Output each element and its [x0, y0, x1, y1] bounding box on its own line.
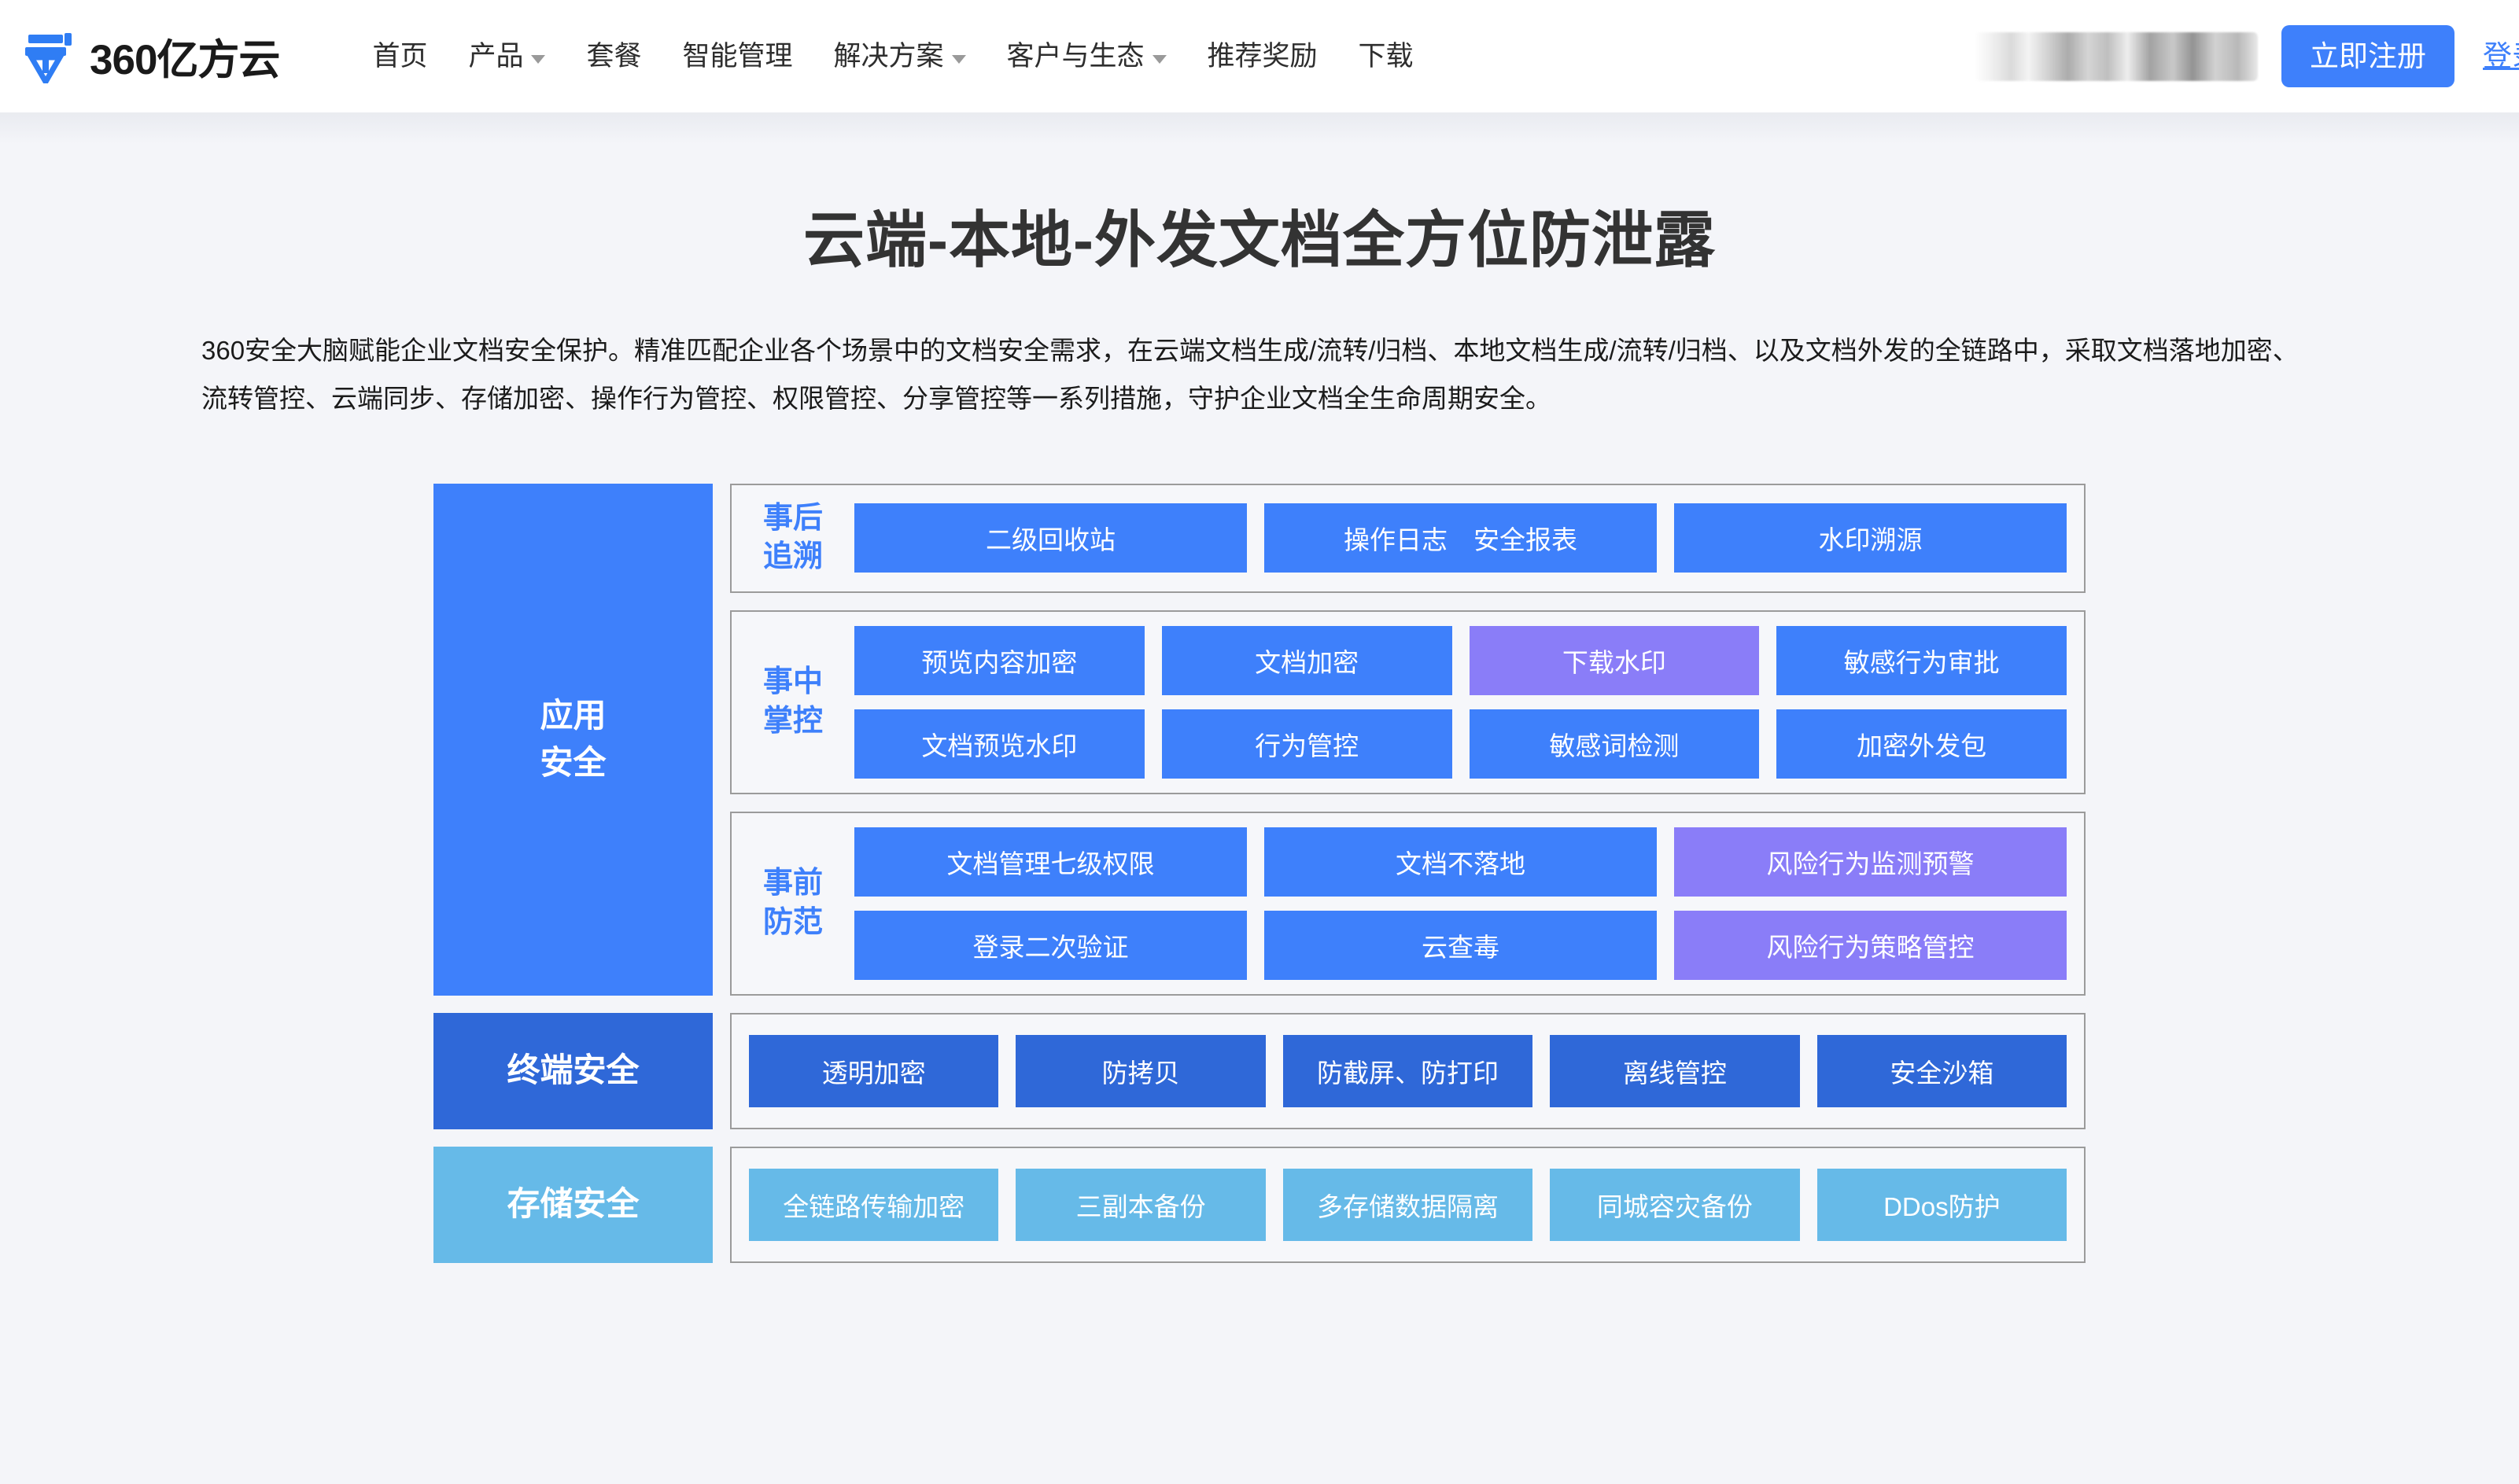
group-pre-incident-prevention: 事前 防范 文档管理七级权限 文档不落地 风险行为监测预警 登录二次验证 云查毒… — [730, 811, 2086, 996]
group-in-process-control: 事中 掌控 预览内容加密 文档加密 下载水印 敏感行为审批 文档预览水印 行为管… — [730, 609, 2086, 794]
group-label-in-process-control: 事中 掌控 — [749, 663, 837, 741]
group-label-pre-incident-prevention: 事前 防范 — [749, 864, 837, 942]
tile-download-watermark[interactable]: 下载水印 — [1469, 625, 1760, 695]
page-content: 云端-本地-外发文档全方位防泄露 360安全大脑赋能企业文档安全保护。精准匹配企… — [0, 112, 2519, 1484]
nav-item-smart-management[interactable]: 智能管理 — [662, 42, 813, 70]
tile-grid: 二级回收站 操作日志 安全报表 水印溯源 — [854, 503, 2067, 573]
group-endpoint-security: 透明加密 防拷贝 防截屏、防打印 离线管控 安全沙箱 — [730, 1012, 2086, 1129]
tile-seven-level-permissions[interactable]: 文档管理七级权限 — [854, 827, 1247, 897]
brand-logo[interactable]: 360亿方云 — [24, 27, 280, 87]
nav-label: 解决方案 — [833, 41, 944, 72]
tile-risk-behavior-policy-control[interactable]: 风险行为策略管控 — [1674, 910, 2067, 980]
tile-preview-content-encryption[interactable]: 预览内容加密 — [854, 625, 1145, 695]
nav-item-download[interactable]: 下载 — [1338, 42, 1434, 70]
nav-label: 套餐 — [586, 41, 642, 72]
tile-security-sandbox[interactable]: 安全沙箱 — [1816, 1034, 2067, 1107]
group-label-line2: 防范 — [762, 905, 823, 939]
tile-document-no-local-storage[interactable]: 文档不落地 — [1264, 827, 1657, 897]
tile-offline-control[interactable]: 离线管控 — [1550, 1034, 1800, 1107]
brand-name: 360亿方云 — [90, 36, 280, 83]
tile-row: 预览内容加密 文档加密 下载水印 敏感行为审批 — [854, 625, 2067, 695]
group-storage-security: 全链路传输加密 三副本备份 多存储数据隔离 同城容灾备份 DDos防护 — [730, 1146, 2086, 1263]
header-actions: 立即注册 登录 — [1975, 0, 2519, 112]
band-storage-security: 存储安全 全链路传输加密 三副本备份 多存储数据隔离 同城容灾备份 DDos防护 — [433, 1146, 2086, 1263]
tile-grid: 预览内容加密 文档加密 下载水印 敏感行为审批 文档预览水印 行为管控 敏感词检… — [854, 625, 2067, 779]
group-label-line1: 事后 — [762, 502, 823, 536]
nav-item-referral-rewards[interactable]: 推荐奖励 — [1187, 42, 1338, 70]
redacted-region — [1975, 31, 2258, 81]
tile-watermark-tracing[interactable]: 水印溯源 — [1674, 503, 2067, 573]
tile-login-two-factor[interactable]: 登录二次验证 — [854, 910, 1247, 980]
tile-risk-behavior-monitoring-alert[interactable]: 风险行为监测预警 — [1674, 827, 2067, 897]
tile-row: 文档预览水印 行为管控 敏感词检测 加密外发包 — [854, 709, 2067, 779]
tile-row: 透明加密 防拷贝 防截屏、防打印 离线管控 安全沙箱 — [749, 1034, 2067, 1107]
signup-button[interactable]: 立即注册 — [2281, 25, 2454, 87]
main-nav: 首页 产品 套餐 智能管理 解决方案 客户与生态 推荐奖励 下载 — [352, 42, 1433, 70]
band-application-security: 应用 安全 事后 追溯 二级回收站 操作日志 安全报表 水印溯源 — [433, 484, 2086, 996]
chevron-down-icon — [951, 55, 966, 64]
band-body-endpoint-security: 透明加密 防拷贝 防截屏、防打印 离线管控 安全沙箱 — [730, 1012, 2086, 1129]
nav-item-customers-ecosystem[interactable]: 客户与生态 — [987, 42, 1187, 70]
band-body-storage-security: 全链路传输加密 三副本备份 多存储数据隔离 同城容灾备份 DDos防护 — [730, 1146, 2086, 1263]
tile-grid: 文档管理七级权限 文档不落地 风险行为监测预警 登录二次验证 云查毒 风险行为策… — [854, 827, 2067, 980]
tile-document-preview-watermark[interactable]: 文档预览水印 — [854, 709, 1145, 779]
band-label-line1: 应用 — [540, 696, 607, 734]
nav-label: 下载 — [1358, 41, 1414, 72]
brand-mark-icon — [24, 30, 76, 87]
page-description: 360安全大脑赋能企业文档安全保护。精准匹配企业各个场景中的文档安全需求，在云端… — [201, 336, 2299, 414]
tile-ddos-protection[interactable]: DDos防护 — [1816, 1168, 2067, 1241]
band-label-storage-security: 存储安全 — [433, 1146, 713, 1263]
tile-recycle-bin[interactable]: 二级回收站 — [854, 503, 1247, 573]
nav-label: 智能管理 — [682, 41, 793, 72]
tile-row: 登录二次验证 云查毒 风险行为策略管控 — [854, 910, 2067, 980]
tile-sensitive-word-detection[interactable]: 敏感词检测 — [1469, 709, 1760, 779]
tile-row: 二级回收站 操作日志 安全报表 水印溯源 — [854, 503, 2067, 573]
band-label-application-security: 应用 安全 — [433, 484, 713, 996]
nav-label: 首页 — [372, 41, 428, 72]
nav-item-home[interactable]: 首页 — [352, 42, 448, 70]
band-body-application-security: 事后 追溯 二级回收站 操作日志 安全报表 水印溯源 事中 — [730, 484, 2086, 996]
tile-anti-copy[interactable]: 防拷贝 — [1016, 1034, 1266, 1107]
nav-item-products[interactable]: 产品 — [448, 42, 566, 70]
tile-row: 文档管理七级权限 文档不落地 风险行为监测预警 — [854, 827, 2067, 897]
login-link[interactable]: 登录 — [2483, 40, 2519, 72]
group-label-line2: 掌控 — [762, 704, 823, 738]
tile-same-city-disaster-backup[interactable]: 同城容灾备份 — [1550, 1168, 1800, 1241]
tile-behavior-control[interactable]: 行为管控 — [1161, 709, 1452, 779]
tile-multi-storage-data-isolation[interactable]: 多存储数据隔离 — [1282, 1168, 1533, 1241]
group-label-line1: 事前 — [762, 867, 823, 900]
group-label-line1: 事中 — [762, 665, 823, 699]
group-post-incident-tracing: 事后 追溯 二级回收站 操作日志 安全报表 水印溯源 — [730, 484, 2086, 593]
tile-document-encryption[interactable]: 文档加密 — [1161, 625, 1452, 695]
nav-item-packages[interactable]: 套餐 — [566, 42, 662, 70]
chevron-down-icon — [1152, 55, 1167, 64]
nav-label: 客户与生态 — [1006, 41, 1145, 72]
tile-sensitive-behavior-approval[interactable]: 敏感行为审批 — [1776, 625, 2067, 695]
tile-row: 全链路传输加密 三副本备份 多存储数据隔离 同城容灾备份 DDos防护 — [749, 1168, 2067, 1241]
tile-operation-log-security-report[interactable]: 操作日志 安全报表 — [1264, 503, 1657, 573]
security-architecture-diagram: 应用 安全 事后 追溯 二级回收站 操作日志 安全报表 水印溯源 — [433, 484, 2086, 1263]
chevron-down-icon — [531, 55, 546, 64]
nav-label: 产品 — [468, 41, 524, 72]
nav-item-solutions[interactable]: 解决方案 — [813, 42, 987, 70]
group-label-line2: 追溯 — [762, 540, 823, 574]
tile-full-link-transport-encryption[interactable]: 全链路传输加密 — [749, 1168, 999, 1241]
nav-label: 推荐奖励 — [1207, 41, 1318, 72]
tile-triple-replica-backup[interactable]: 三副本备份 — [1016, 1168, 1266, 1241]
site-header: 360亿方云 首页 产品 套餐 智能管理 解决方案 客户与生态 推荐奖励 下载 — [0, 0, 2519, 112]
tile-cloud-antivirus[interactable]: 云查毒 — [1264, 910, 1657, 980]
tile-grid: 全链路传输加密 三副本备份 多存储数据隔离 同城容灾备份 DDos防护 — [749, 1168, 2067, 1241]
tile-encrypted-outgoing-package[interactable]: 加密外发包 — [1776, 709, 2067, 779]
page-title: 云端-本地-外发文档全方位防泄露 — [803, 205, 1716, 274]
tile-anti-screenshot-anti-print[interactable]: 防截屏、防打印 — [1282, 1034, 1533, 1107]
tile-transparent-encryption[interactable]: 透明加密 — [749, 1034, 999, 1107]
band-label-endpoint-security: 终端安全 — [433, 1012, 713, 1129]
tile-grid: 透明加密 防拷贝 防截屏、防打印 离线管控 安全沙箱 — [749, 1034, 2067, 1107]
band-label-line2: 安全 — [540, 744, 607, 782]
group-label-post-incident-tracing: 事后 追溯 — [749, 499, 837, 577]
band-endpoint-security: 终端安全 透明加密 防拷贝 防截屏、防打印 离线管控 安全沙箱 — [433, 1012, 2086, 1129]
